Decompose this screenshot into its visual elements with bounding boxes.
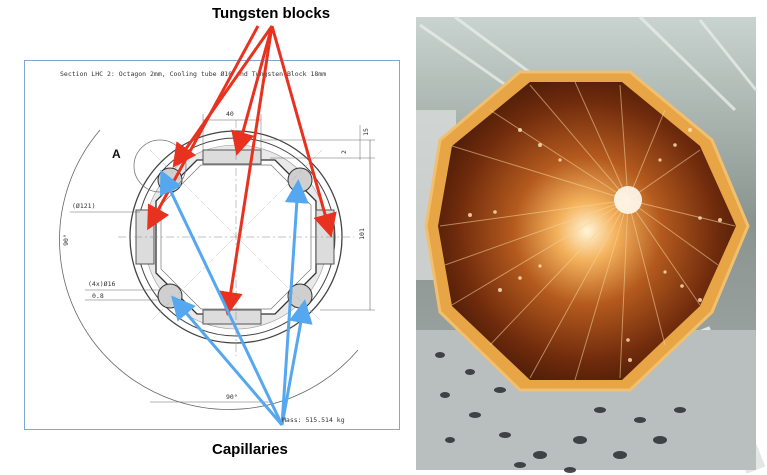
- mass-label: Mass: 515.514 kg: [282, 416, 345, 424]
- tungsten-blocks-label: Tungsten blocks: [212, 5, 331, 22]
- dim-angle-left: 90°: [61, 234, 70, 246]
- capillaries-label: Capillaries: [212, 441, 288, 458]
- dim-right-top: 15: [361, 128, 370, 136]
- drawing-geometry: [59, 114, 375, 410]
- section-title: Section LHC 2: Octagon 2mm, Cooling tube…: [60, 70, 327, 78]
- dim-right-height: 101: [357, 228, 366, 240]
- dim-right-small: 2: [339, 150, 348, 154]
- dim-offset: 0.8: [92, 292, 104, 300]
- dim-angle-bottom: 90°: [226, 393, 238, 401]
- capillary-arrows: [159, 169, 313, 426]
- dim-top: 40: [226, 110, 234, 118]
- vacuum-chamber-photo: [416, 15, 766, 474]
- dim-holes: (4x)Ø16: [88, 280, 116, 288]
- detail-letter: A: [112, 147, 121, 161]
- dim-diameter: (Ø121): [72, 202, 96, 210]
